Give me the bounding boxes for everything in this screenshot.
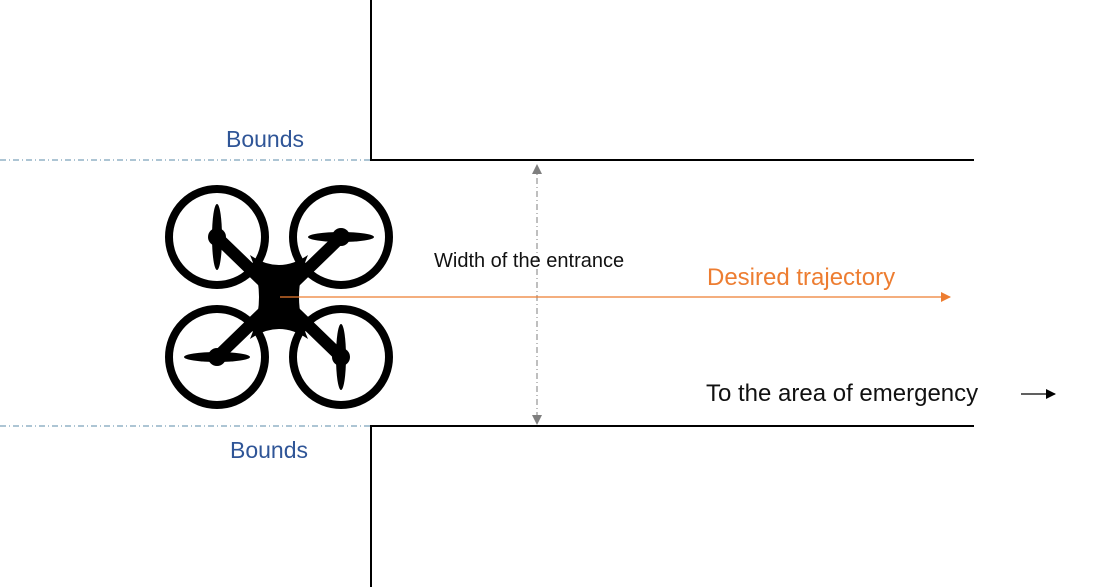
width-label: Width of the entrance: [434, 250, 625, 272]
trajectory-label: Desired trajectory: [707, 264, 896, 291]
upper-wall: [370, 0, 974, 161]
emergency-label: To the area of emergency: [706, 380, 979, 407]
bounds-label-top: Bounds: [226, 126, 305, 152]
bounds-label-bottom: Bounds: [230, 437, 309, 463]
lower-wall: [370, 425, 974, 587]
quadcopter-drone-icon: [165, 185, 393, 409]
